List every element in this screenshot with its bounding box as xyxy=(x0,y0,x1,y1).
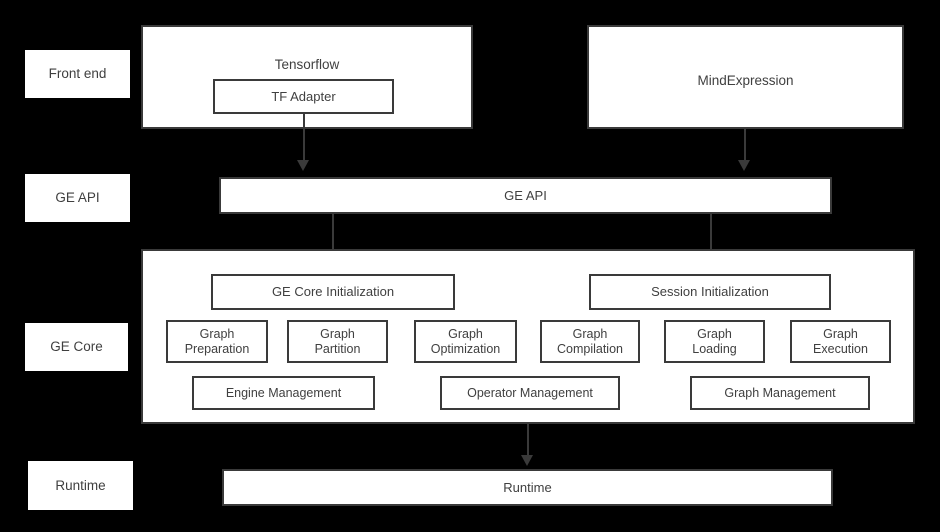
session-initialization-box[interactable]: Session Initialization xyxy=(589,274,831,310)
ge-core-initialization-label: GE Core Initialization xyxy=(271,284,395,300)
connector-tf-adapter-to-ge-api-line xyxy=(303,114,305,164)
graph-partition-box[interactable]: Graph Partition xyxy=(287,320,388,363)
graph-partition-label: Graph Partition xyxy=(314,326,361,356)
graph-execution-label: Graph Execution xyxy=(813,326,868,356)
graph-loading-box[interactable]: Graph Loading xyxy=(664,320,765,363)
connector-mindexpression-to-ge-api-arrowhead xyxy=(738,160,750,171)
tier-label-runtime: Runtime xyxy=(28,461,133,510)
session-initialization-label: Session Initialization xyxy=(651,284,769,300)
operator-management-label: Operator Management xyxy=(467,385,593,400)
ge-api-bar-label: GE API xyxy=(504,187,547,203)
graph-management-box[interactable]: Graph Management xyxy=(690,376,870,410)
connector-ge-core-to-runtime-line xyxy=(527,424,529,459)
graph-compilation-label: Graph Compilation xyxy=(556,326,623,356)
connector-tf-adapter-to-ge-api-arrowhead xyxy=(297,160,309,171)
tier-label-front-end: Front end xyxy=(25,50,130,98)
ge-core-initialization-box[interactable]: GE Core Initialization xyxy=(211,274,455,310)
connector-mindexpression-to-ge-api-line xyxy=(744,129,746,164)
graph-preparation-box[interactable]: Graph Preparation xyxy=(166,320,268,363)
ge-api-bar[interactable]: GE API xyxy=(219,177,832,214)
engine-management-label: Engine Management xyxy=(225,385,342,400)
mindexpression-title: MindExpression xyxy=(697,73,794,88)
graph-preparation-label: Graph Preparation xyxy=(184,326,250,356)
tier-label-ge-api-text: GE API xyxy=(55,190,100,206)
connector-ge-api-to-session-init-line xyxy=(710,214,712,259)
mindexpression-panel: MindExpression xyxy=(587,25,904,129)
connector-ge-core-to-runtime-arrowhead xyxy=(521,455,533,466)
graph-execution-box[interactable]: Graph Execution xyxy=(790,320,891,363)
tier-label-ge-api: GE API xyxy=(25,174,130,222)
graph-loading-label: Graph Loading xyxy=(692,326,737,356)
connector-ge-api-to-ge-core-init-line xyxy=(332,214,334,259)
tf-adapter-label: TF Adapter xyxy=(271,88,336,104)
graph-management-label: Graph Management xyxy=(724,385,836,400)
graph-compilation-box[interactable]: Graph Compilation xyxy=(540,320,640,363)
operator-management-box[interactable]: Operator Management xyxy=(440,376,620,410)
graph-optimization-box[interactable]: Graph Optimization xyxy=(414,320,517,363)
tier-label-front-end-text: Front end xyxy=(48,66,107,82)
runtime-bar[interactable]: Runtime xyxy=(222,469,833,506)
tier-label-ge-core-text: GE Core xyxy=(50,339,103,355)
runtime-bar-label: Runtime xyxy=(503,479,552,495)
tier-label-runtime-text: Runtime xyxy=(55,477,106,493)
engine-management-box[interactable]: Engine Management xyxy=(192,376,375,410)
graph-optimization-label: Graph Optimization xyxy=(430,326,501,356)
tensorflow-title: Tensorflow xyxy=(274,57,340,72)
tier-label-ge-core: GE Core xyxy=(25,323,128,371)
tf-adapter-box[interactable]: TF Adapter xyxy=(213,79,394,114)
